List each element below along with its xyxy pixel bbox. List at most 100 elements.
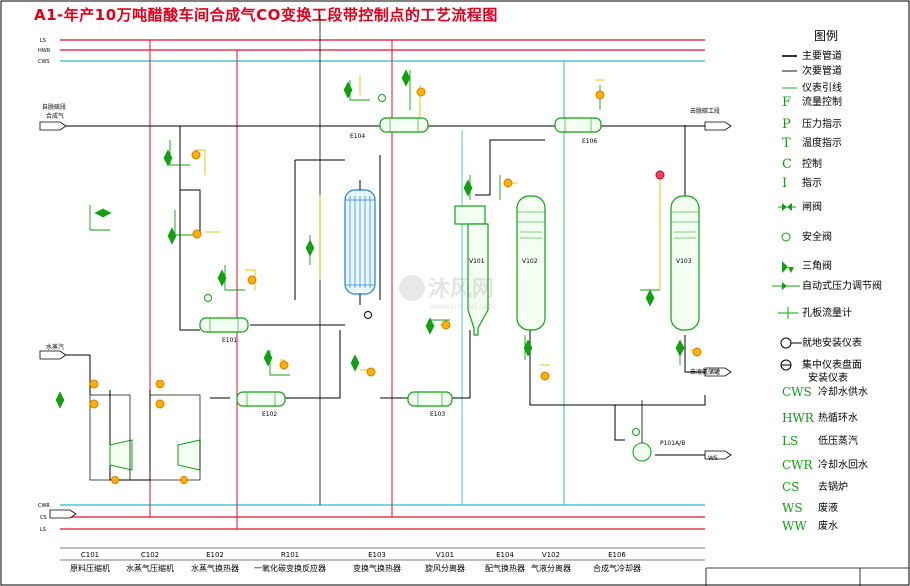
stream-inlet-2: 合成气 xyxy=(46,112,64,120)
separator-v102 xyxy=(516,195,546,331)
legend-item-4: P 压力指示 xyxy=(782,117,842,132)
caption-code-c102: C102 xyxy=(141,551,159,559)
legend-label-20: 废液 xyxy=(818,501,838,514)
legend-symbol-19: CS xyxy=(782,480,799,494)
legend-symbol-7: I xyxy=(782,176,787,191)
legend-item-19: CS 去锅炉 xyxy=(782,480,848,494)
caption-name-e102: 水蒸气换热器 xyxy=(191,563,239,573)
stream-to-tank: 去液氨储罐 xyxy=(690,368,720,376)
line-label-top-0: LS xyxy=(40,38,46,44)
drawing-title: A1-年产10万吨醋酸车间合成气CO变换工段带控制点的工艺流程图 xyxy=(34,6,498,24)
stream-ws-out: WS xyxy=(708,455,718,462)
tag-e101: E101 xyxy=(222,337,237,344)
caption-name-e106: 合成气冷却器 xyxy=(593,563,641,573)
legend-item-21: WW 废水 xyxy=(782,519,838,533)
legend-item-1: 次要管道 xyxy=(782,64,842,77)
legend-label-6: 控制 xyxy=(802,157,822,170)
watermark-brand: 沐风网 xyxy=(428,277,494,302)
reactor-r101 xyxy=(344,180,376,305)
legend-symbol-18: CWR xyxy=(782,458,814,472)
stream-to-decarb: 去脱碳工段 xyxy=(690,107,720,115)
legend-symbol-16: HWR xyxy=(782,411,815,425)
caption-code-v102: V102 xyxy=(542,551,560,559)
watermark: 沐风网 www.mfcad.com xyxy=(399,275,496,311)
legend-label-14: 集中仪表盘面安装仪表 xyxy=(802,358,862,384)
legend-label-19: 去锅炉 xyxy=(818,481,848,493)
line-label-top-1: HWR xyxy=(38,48,51,54)
vessel-v103 xyxy=(670,195,700,331)
legend-item-14: 集中仪表盘面安装仪表 xyxy=(780,358,862,384)
caption-code-e103: E103 xyxy=(368,551,386,559)
legend-item-7: I 指示 xyxy=(782,176,822,191)
tag-pump: P101A/B xyxy=(660,440,685,447)
caption-name-v101: 旋风分离器 xyxy=(425,563,465,573)
legend-item-8: 闸阀 xyxy=(778,200,822,213)
legend-item-9: 安全阀 xyxy=(781,230,832,243)
legend-label-3: 流量控制 xyxy=(802,95,842,108)
tag-e103: E103 xyxy=(430,411,445,418)
legend-symbol-20: WS xyxy=(782,501,803,515)
legend-label-7: 指示 xyxy=(802,176,822,189)
legend-label-9: 安全阀 xyxy=(802,230,832,243)
line-label-top-2: CWS xyxy=(38,59,50,65)
legend-symbol-15: CWS xyxy=(782,385,812,399)
legend-item-0: 主要管道 xyxy=(782,49,842,62)
legend-label-17: 低压蒸汽 xyxy=(818,434,858,447)
tag-v103: V103 xyxy=(676,258,692,265)
legend-item-18: CWR 冷却水回水 xyxy=(782,458,868,472)
legend-label-15: 冷却水供水 xyxy=(818,385,868,398)
legend-item-10: 三角阀 xyxy=(782,259,832,273)
legend-item-20: WS 废液 xyxy=(782,501,838,515)
legend-label-8: 闸阀 xyxy=(802,200,822,213)
legend-item-15: CWS 冷却水供水 xyxy=(782,385,868,399)
legend-label-0: 主要管道 xyxy=(802,49,842,62)
legend-label-4: 压力指示 xyxy=(802,117,842,130)
caption-name-c101: 原料压缩机 xyxy=(70,563,110,573)
legend-symbol-6: C xyxy=(782,157,792,172)
legend-symbol-21: WW xyxy=(782,519,807,533)
legend-label-1: 次要管道 xyxy=(802,64,842,77)
tag-v102: V102 xyxy=(522,258,538,265)
legend-item-11: 自动式压力调节阀 xyxy=(772,279,882,292)
caption-name-e104: 配气换热器 xyxy=(485,563,525,573)
caption-code-e104: E104 xyxy=(496,551,514,559)
pump-p101 xyxy=(632,400,652,462)
caption-code-r101: R101 xyxy=(281,551,299,559)
legend-label-21: 废水 xyxy=(818,519,838,532)
legend-title: 图例 xyxy=(814,29,838,43)
legend-symbol-3: F xyxy=(782,95,791,110)
legend-item-3: F 流量控制 xyxy=(782,95,842,110)
caption-code-c101: C101 xyxy=(81,551,99,559)
stream-inlet-1: 自脱硫段 xyxy=(42,103,66,111)
legend-label-13: 就地安装仪表 xyxy=(802,336,862,349)
legend-item-12: 孔板流量计 xyxy=(778,306,852,319)
line-label-bottom-2: LS xyxy=(40,527,46,533)
legend-item-2: 仪表引线 xyxy=(782,81,842,94)
legend-label-12: 孔板流量计 xyxy=(802,306,852,319)
line-label-bottom-1: CS xyxy=(40,515,47,521)
legend-label-10: 三角阀 xyxy=(802,259,832,272)
caption-code-e106: E106 xyxy=(608,551,626,559)
legend-label-11: 自动式压力调节阀 xyxy=(802,279,882,292)
legend-item-13: 就地安装仪表 xyxy=(780,336,862,349)
legend-label-5: 温度指示 xyxy=(802,136,842,149)
caption-name-r101: 一氧化碳变换反应器 xyxy=(254,563,326,573)
tag-v101: V101 xyxy=(469,258,485,265)
stream-steam-in: 水蒸汽 xyxy=(46,343,64,351)
tag-e102: E102 xyxy=(262,411,277,418)
caption-code-e102: E102 xyxy=(206,551,224,559)
legend-symbol-4: P xyxy=(782,117,791,132)
cyclone-v101 xyxy=(454,205,489,336)
caption-name-e103: 变换气换热器 xyxy=(353,563,401,573)
legend-label-2: 仪表引线 xyxy=(802,81,842,94)
legend-label-18: 冷却水回水 xyxy=(818,458,868,471)
tag-e104: E104 xyxy=(350,133,365,140)
line-label-bottom-0: CWR xyxy=(38,503,50,509)
legend-label-16: 热循环水 xyxy=(818,411,858,424)
caption-code-v101: V101 xyxy=(436,551,454,559)
caption-name-c102: 水蒸气压缩机 xyxy=(126,563,174,573)
